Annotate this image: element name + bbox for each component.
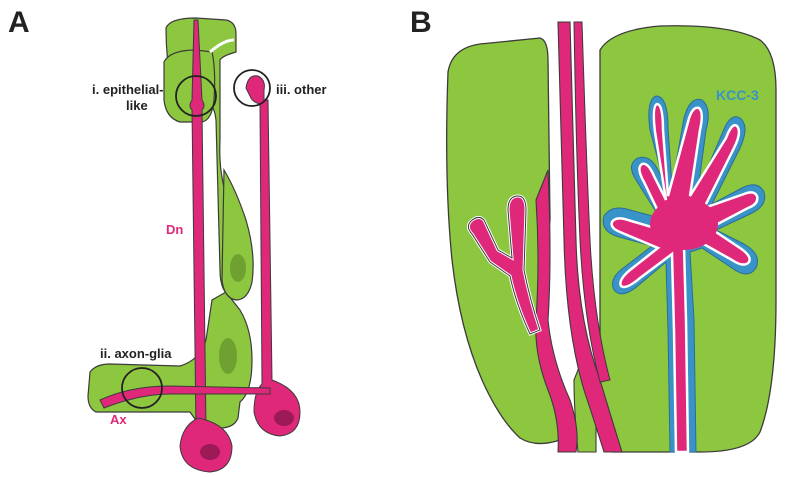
- panel-a: A i. epithelial- like iii. other ii. axo…: [8, 6, 327, 472]
- label-kcc3: KCC-3: [716, 87, 759, 103]
- panel-a-letter: A: [8, 6, 30, 39]
- label-dendrite: Dn: [166, 222, 183, 237]
- glia-cell-epithelial: [164, 50, 215, 122]
- callout-epithelial-line1: i. epithelial-: [92, 82, 164, 97]
- callout-epithelial-line2: like: [126, 98, 148, 113]
- panel-b-letter: B: [410, 6, 432, 39]
- callout-axon-glia: ii. axon-glia: [100, 346, 172, 361]
- glia-nucleus-lower: [219, 338, 237, 374]
- kcc3-neuron-center: [650, 198, 718, 250]
- neuron-1-nucleus: [200, 444, 220, 460]
- neuron-2-nucleus: [274, 410, 294, 426]
- neuron-2-dendrite: [246, 76, 300, 436]
- glia-nucleus-mid: [230, 254, 246, 282]
- panel-b: B KCC-3: [410, 6, 776, 452]
- callout-other: iii. other: [276, 82, 327, 97]
- label-axon: Ax: [110, 412, 127, 427]
